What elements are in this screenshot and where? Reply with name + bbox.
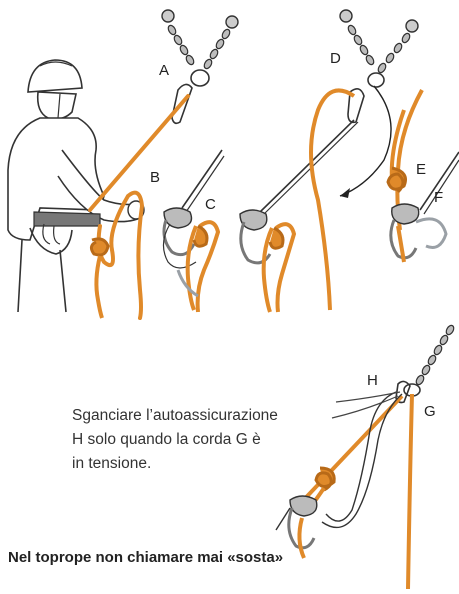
label-a: A: [159, 62, 169, 79]
label-b: B: [150, 169, 160, 186]
climber-figure: [8, 60, 144, 312]
label-e: E: [416, 161, 426, 178]
label-d: D: [330, 50, 341, 67]
anchor-chain-a: [162, 10, 238, 86]
footnote: Nel toprope non chiamare mai «sosta»: [8, 549, 283, 566]
panel-c: [163, 150, 224, 312]
caption-line-1: Sganciare l’autoassicurazione: [72, 404, 322, 428]
caption-line-3: in tensione.: [72, 452, 322, 476]
caption: Sganciare l’autoassicurazione H solo qua…: [72, 404, 322, 476]
caption-line-2: H solo quando la corda G è: [72, 428, 322, 452]
rope-b-tail: [96, 256, 102, 318]
label-c: C: [205, 196, 216, 213]
label-h: H: [367, 372, 378, 389]
label-f: F: [434, 189, 443, 206]
label-g: G: [424, 403, 436, 420]
knot-b: [91, 239, 108, 255]
